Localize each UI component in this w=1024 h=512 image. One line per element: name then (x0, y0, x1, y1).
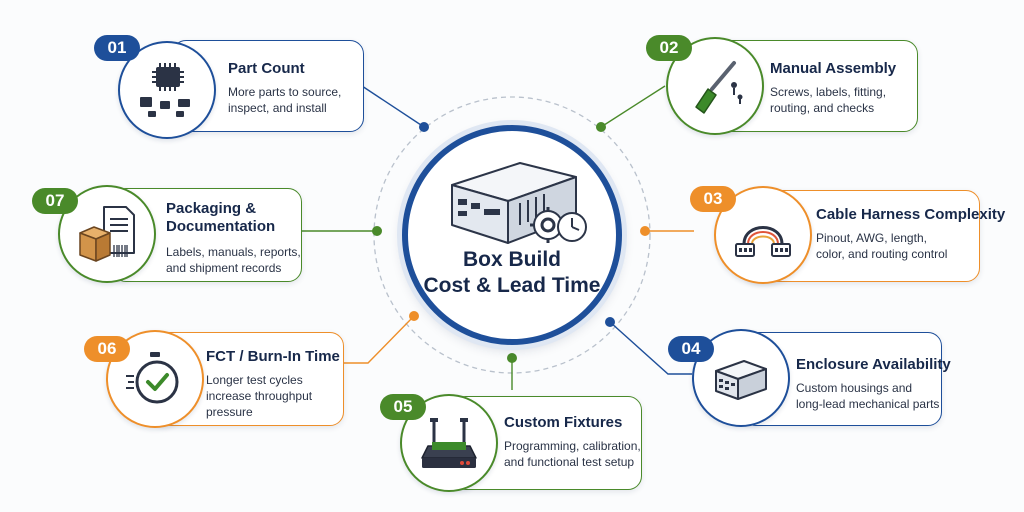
factor-badge-06: 06 (84, 336, 130, 362)
factor-title-fct-burn-in: FCT / Burn-In Time (206, 348, 340, 365)
factor-desc-cable-harness: Pinout, AWG, length, color, and routing … (816, 231, 948, 261)
hub-title: Box Build Cost & Lead Time (423, 248, 601, 297)
box-build-device-icon (451, 162, 587, 244)
factor-title-custom-fixtures: Custom Fixtures (504, 414, 623, 431)
connector-02 (600, 85, 666, 128)
chip-components-icon (140, 63, 190, 117)
factor-badge-05: 05 (380, 394, 426, 420)
factor-desc-packaging: Labels, manuals, reports, and shipment r… (166, 245, 301, 275)
hub-circle: Box Build Cost & Lead Time (402, 125, 622, 345)
factor-title-cable-harness: Cable Harness Complexity (816, 206, 1006, 223)
connector-dot-01 (419, 122, 429, 132)
factor-icon-custom-fixtures (400, 394, 498, 492)
factor-title-packaging: Packaging & Documentation (166, 200, 276, 235)
connector-dot-05 (507, 353, 517, 363)
screwdriver-icon (695, 61, 743, 114)
connector-dot-02 (596, 122, 606, 132)
connector-01 (361, 85, 425, 128)
cable-harness-icon (735, 226, 791, 257)
factor-badge-04: 04 (668, 336, 714, 362)
factor-icon-enclosure (692, 329, 790, 427)
factor-badge-07: 07 (32, 188, 78, 214)
factor-desc-manual-assembly: Screws, labels, fitting, routing, and ch… (770, 85, 887, 115)
connector-dot-04 (605, 317, 615, 327)
factor-badge-01: 01 (94, 35, 140, 61)
factor-desc-fct-burn-in: Longer test cycles increase throughput p… (206, 373, 313, 419)
factor-desc-custom-fixtures: Programming, calibration, and functional… (504, 439, 641, 469)
test-fixture-icon (421, 418, 477, 468)
package-document-icon (79, 206, 135, 262)
connector-06 (342, 315, 415, 364)
connector-04 (609, 321, 692, 375)
connector-dot-06 (409, 311, 419, 321)
stopwatch-icon (126, 352, 179, 404)
factor-badge-03: 03 (690, 186, 736, 212)
connector-dot-07 (372, 226, 382, 236)
factor-desc-part-count: More parts to source, inspect, and insta… (228, 85, 342, 115)
connector-dot-03 (640, 226, 650, 236)
factor-icon-fct-burn-in (106, 330, 204, 428)
factor-desc-enclosure: Custom housings and long-lead mechanical… (796, 381, 940, 411)
factor-badge-02: 02 (646, 35, 692, 61)
factor-title-manual-assembly: Manual Assembly (770, 60, 897, 77)
factor-title-part-count: Part Count (228, 60, 305, 77)
enclosure-icon (715, 360, 767, 400)
factor-title-enclosure: Enclosure Availability (796, 356, 951, 373)
